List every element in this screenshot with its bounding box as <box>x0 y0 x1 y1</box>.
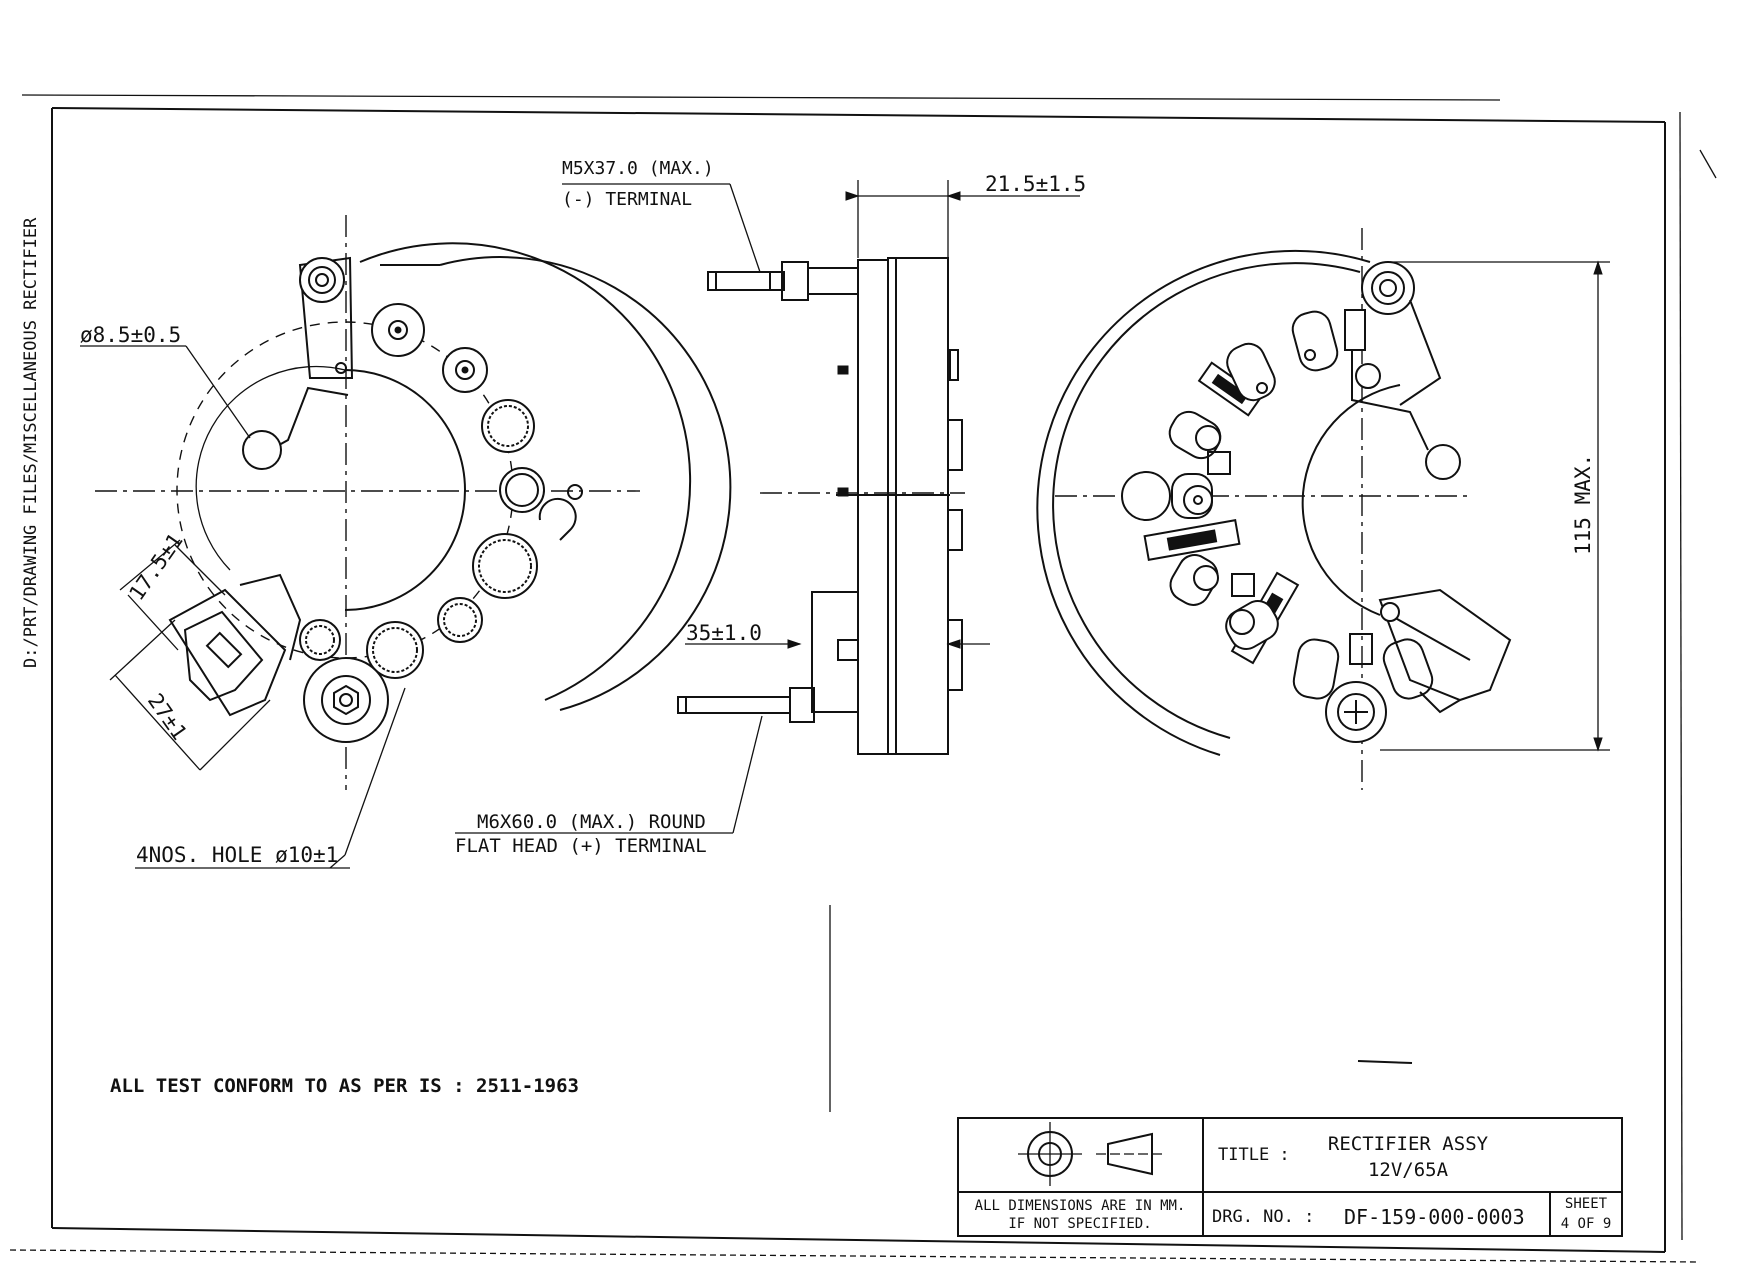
neg-terminal-line1: M5X37.0 (MAX.) <box>562 158 714 179</box>
title-label: TITLE : <box>1218 1145 1290 1165</box>
sheet-value: 4 OF 9 <box>1561 1216 1612 1232</box>
test-standard-note: ALL TEST CONFORM TO AS PER IS : 2511-196… <box>110 1075 579 1097</box>
side-label-group: D:/PRT/DRAWING FILES/MISCELLANEOUS RECTI… <box>21 217 41 668</box>
projection-symbol <box>1018 1122 1162 1186</box>
units-line1: ALL DIMENSIONS ARE IN MM. <box>975 1198 1186 1214</box>
dim-17-5-label: 17.5±1 <box>124 529 187 605</box>
height-label: 115 MAX. <box>1571 454 1595 555</box>
neg-terminal-line2: (-) TERMINAL <box>562 189 692 210</box>
left-view <box>80 215 732 869</box>
dim-27-label: 27±1 <box>143 689 192 744</box>
pos-terminal-line1: M6X60.0 (MAX.) ROUND <box>477 811 706 833</box>
drawing-border <box>9 94 1717 1263</box>
holes-note-label: 4NOS. HOLE ø10±1 <box>136 843 338 867</box>
hole-dia-label: ø8.5±0.5 <box>80 323 181 347</box>
title-line2: 12V/65A <box>1368 1159 1449 1181</box>
depth-label: 35±1.0 <box>686 621 762 645</box>
drg-label: DRG. NO. : <box>1212 1207 1314 1227</box>
side-label: D:/PRT/DRAWING FILES/MISCELLANEOUS RECTI… <box>21 217 41 668</box>
units-line2: IF NOT SPECIFIED. <box>1008 1216 1151 1232</box>
pos-terminal-line2: FLAT HEAD (+) TERMINAL <box>455 835 707 857</box>
thickness-label: 21.5±1.5 <box>985 172 1086 196</box>
drg-number: DF-159-000-0003 <box>1344 1205 1525 1229</box>
sheet-label: SHEET <box>1565 1196 1608 1212</box>
middle-view <box>455 180 1080 834</box>
title-block <box>957 1117 1623 1237</box>
title-line1: RECTIFIER ASSY <box>1328 1133 1489 1155</box>
right-view <box>1036 228 1610 790</box>
